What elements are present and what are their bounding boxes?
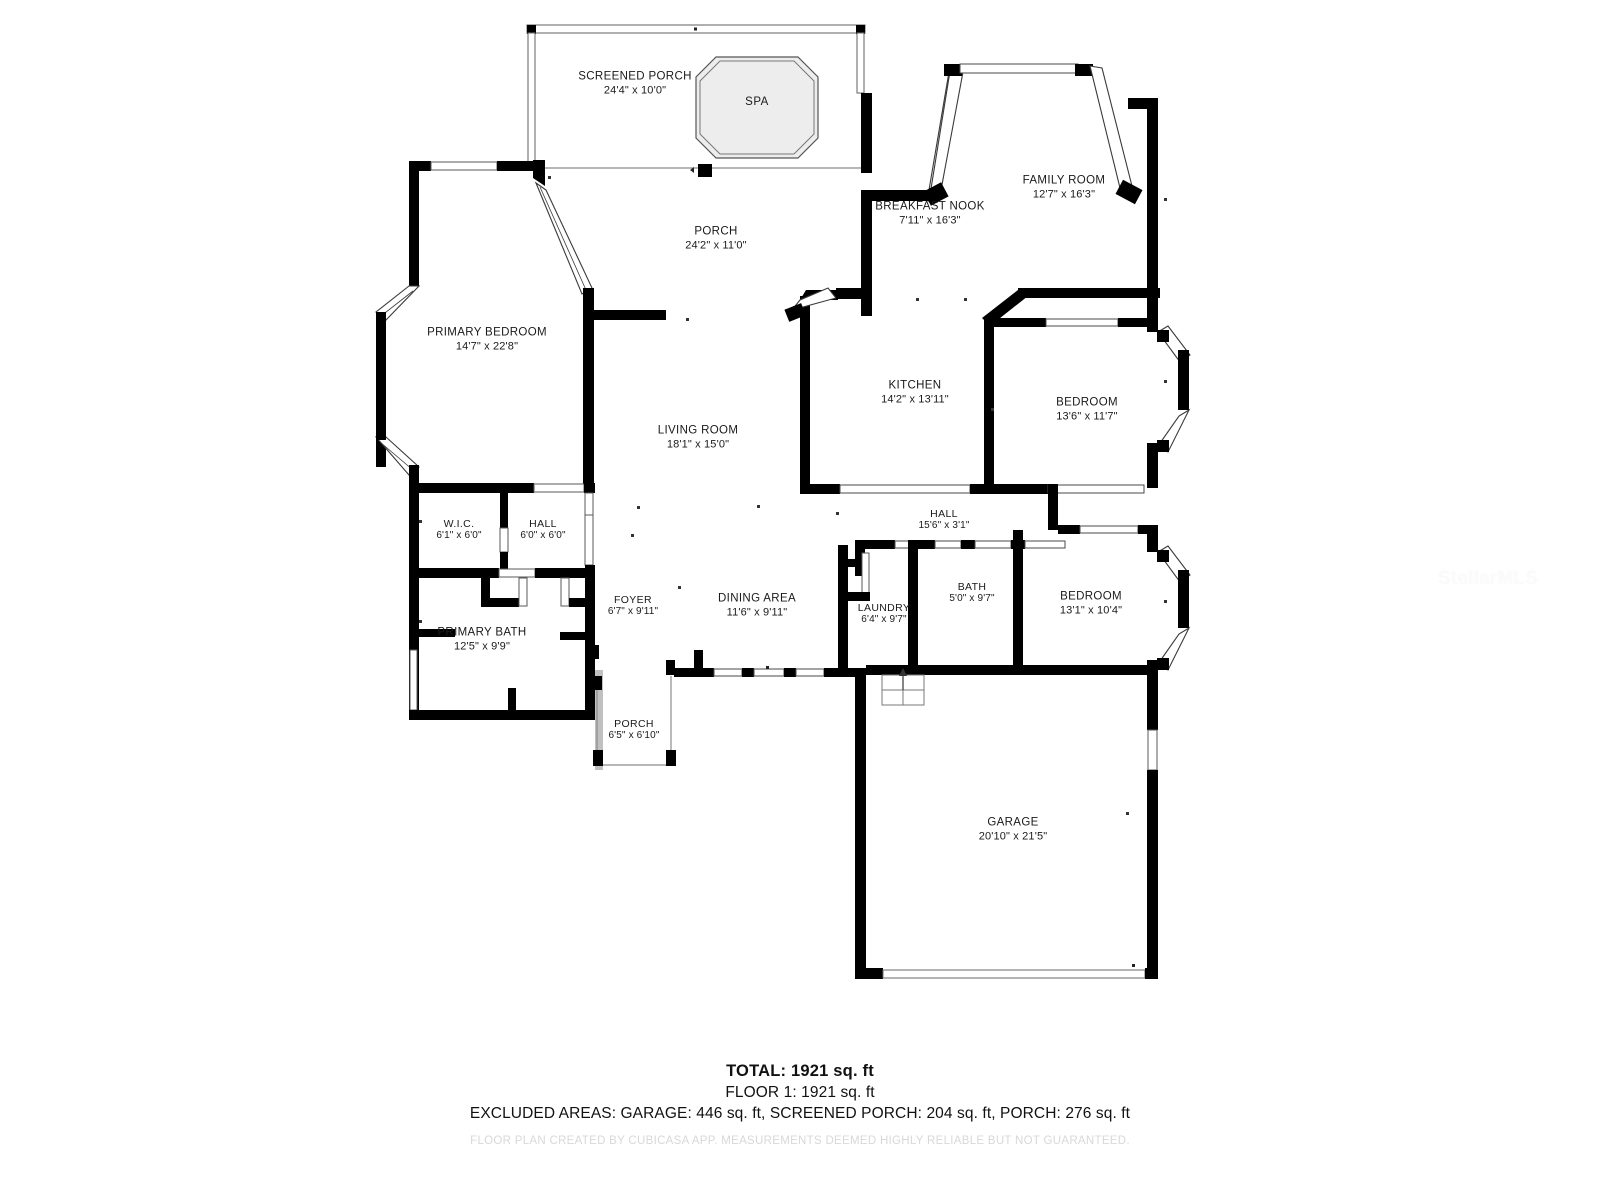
primary-suite-walls	[409, 475, 599, 720]
total-area-line: TOTAL: 1921 sq. ft	[726, 1062, 874, 1080]
stellar-mls-watermark: StellarMLS	[1438, 568, 1539, 589]
bedroom3-walls	[1048, 530, 1191, 708]
door-markers	[419, 176, 1167, 815]
hall-bath-laundry-walls	[838, 484, 1158, 675]
room-label-spa: SPA	[745, 96, 769, 108]
area-summary: TOTAL: 1921 sq. ft FLOOR 1: 1921 sq. ft …	[0, 1062, 1600, 1123]
spa-shape	[695, 56, 819, 159]
garage-stairs	[881, 668, 925, 706]
garage-walls	[855, 665, 1158, 979]
kitchen-family-walls	[784, 63, 1160, 494]
primary-bedroom-walls	[374, 160, 666, 488]
front-porch-walls	[593, 676, 676, 766]
excluded-areas-line: EXCLUDED AREAS: GARAGE: 446 sq. ft, SCRE…	[469, 1105, 1131, 1122]
disclaimer-text: FLOOR PLAN CREATED BY CUBICASA APP. MEAS…	[470, 1135, 1130, 1147]
bedroom2-walls	[1147, 290, 1191, 488]
porch-outline	[536, 164, 866, 177]
floor1-area-line: FLOOR 1: 1921 sq. ft	[725, 1084, 875, 1101]
room-name: SPA	[745, 96, 769, 108]
living-core-walls	[595, 650, 856, 770]
screened-porch-structure	[526, 24, 866, 169]
